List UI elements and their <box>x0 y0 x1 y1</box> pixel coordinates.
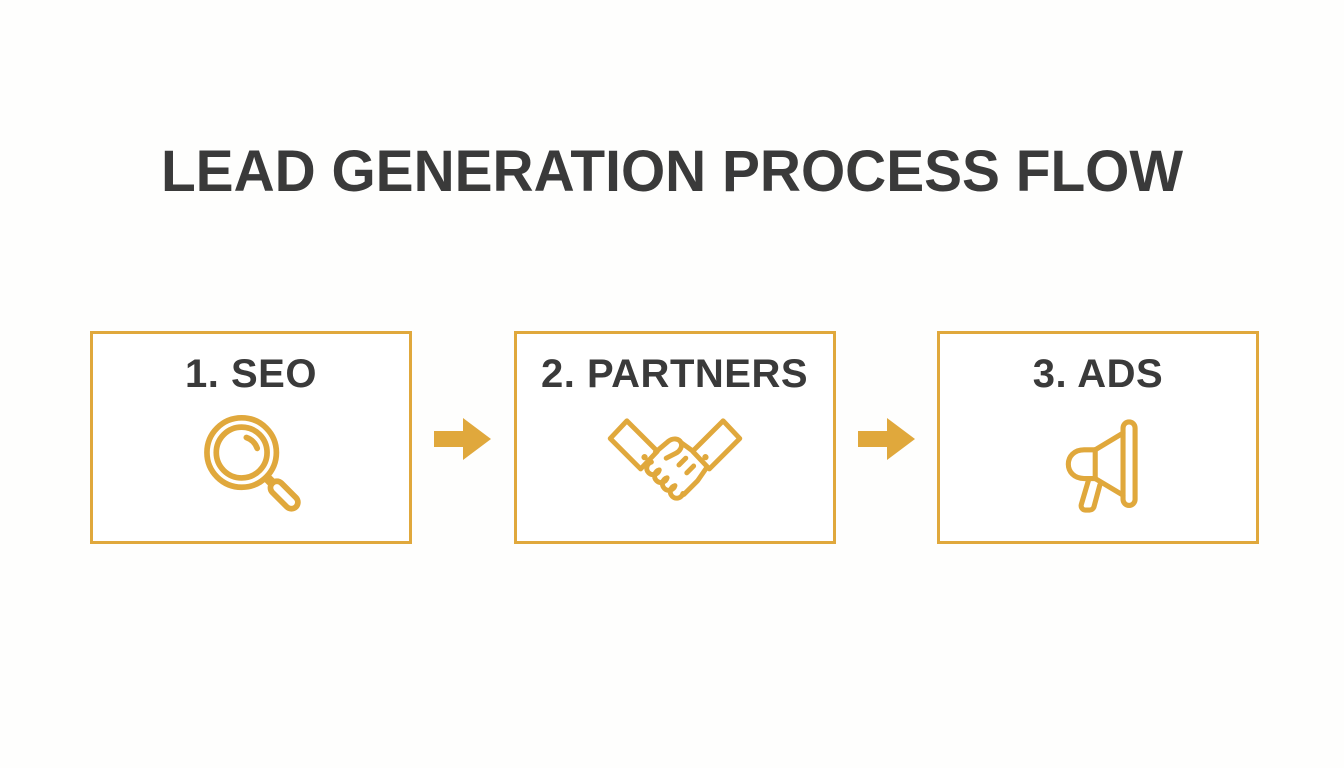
step-label-seo: 1. SEO <box>185 352 317 396</box>
step-box-seo: 1. SEO <box>90 331 412 544</box>
arrow-right-icon <box>857 417 915 460</box>
page-title: LEAD GENERATION PROCESS FLOW <box>160 139 1184 204</box>
handshake-icon <box>606 396 744 541</box>
magnifier-icon <box>194 396 308 541</box>
megaphone-icon <box>1047 396 1149 541</box>
process-flow-row: 1. SEO 2. PAR <box>90 331 1259 544</box>
flow-connector-1 <box>412 331 514 544</box>
flow-connector-2 <box>836 331 938 544</box>
step-label-ads: 3. ADS <box>1032 352 1164 396</box>
step-box-ads: 3. ADS <box>937 331 1259 544</box>
step-box-partners: 2. PARTNERS <box>513 331 836 544</box>
step-label-partners: 2. PARTNERS <box>540 352 809 396</box>
arrow-right-icon <box>434 417 492 460</box>
